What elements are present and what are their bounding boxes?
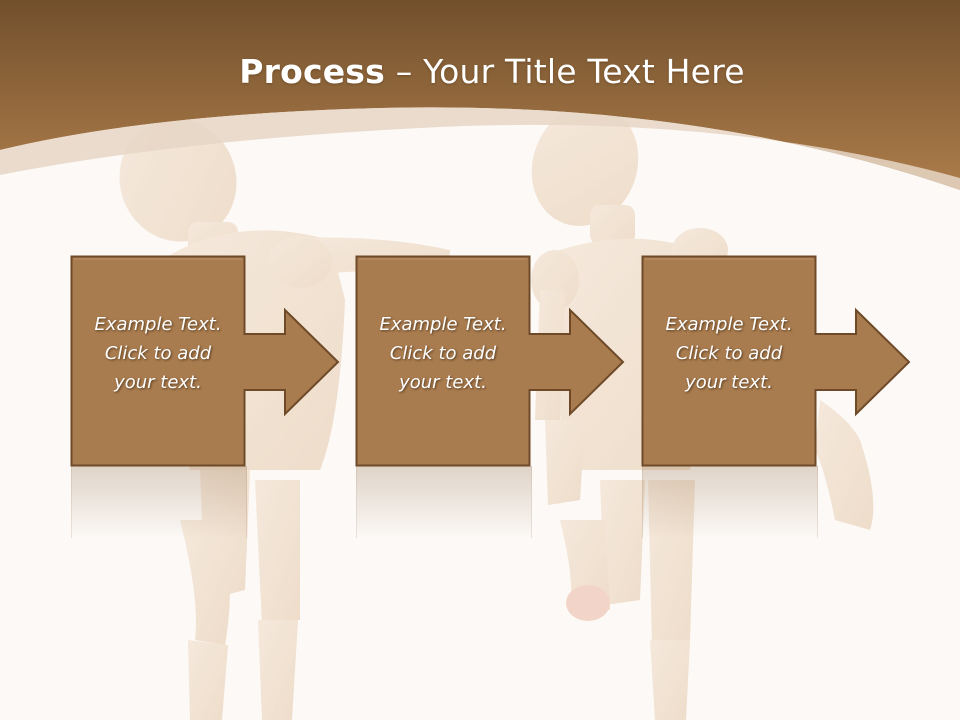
title-rest: Your Title Text Here <box>423 52 745 91</box>
step-3-arrow-shape <box>641 255 911 467</box>
process-step-2[interactable]: Example Text. Click to add your text. <box>355 255 696 470</box>
step-2-line-2: Click to add <box>389 343 497 364</box>
step-1-reflection <box>71 466 247 538</box>
step-3-line-3: your text. <box>685 372 773 393</box>
step-2-line-1: Example Text. <box>379 314 507 335</box>
header-band <box>0 0 960 190</box>
step-2-line-3: your text. <box>399 372 487 393</box>
step-1-text[interactable]: Example Text. Click to add your text. <box>71 310 245 397</box>
step-2-reflection <box>356 466 532 538</box>
step-2-arrow-shape <box>355 255 625 467</box>
slide-title[interactable]: Process – Your Title Text Here <box>0 52 960 91</box>
step-1-line-3: your text. <box>114 372 202 393</box>
step-1-line-1: Example Text. <box>94 314 222 335</box>
step-3-line-1: Example Text. <box>665 314 793 335</box>
step-3-reflection <box>642 466 818 538</box>
header-swoosh <box>0 107 960 190</box>
step-3-text[interactable]: Example Text. Click to add your text. <box>642 310 816 397</box>
step-1-line-2: Click to add <box>104 343 212 364</box>
step-3-line-2: Click to add <box>675 343 783 364</box>
process-step-1[interactable]: Example Text. Click to add your text. <box>70 255 411 470</box>
process-step-3[interactable]: Example Text. Click to add your text. <box>641 255 960 470</box>
step-2-text[interactable]: Example Text. Click to add your text. <box>356 310 530 397</box>
title-dash: – <box>385 52 424 91</box>
title-bold: Process <box>239 52 385 91</box>
step-1-arrow-shape <box>70 255 340 467</box>
